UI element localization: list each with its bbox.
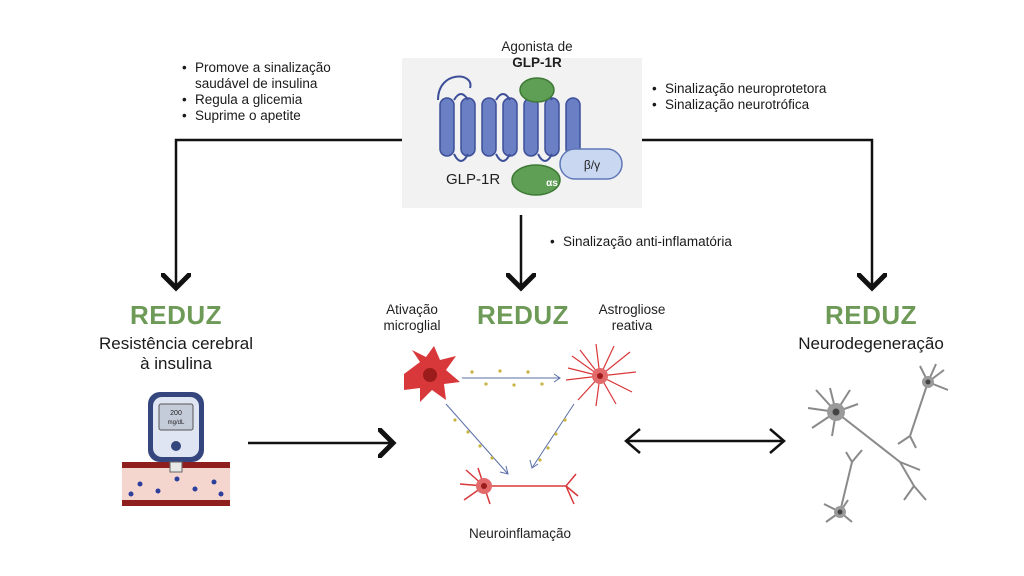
neurodegeneration-neurons-icon [807,363,949,523]
left-benefit-item: Regula a glicemia [182,92,382,108]
glp1r-receptor-icon [437,75,581,162]
effect-neurodegeneration: Neurodegeneração [798,334,944,353]
left-benefit-item: Promove a sinalização saudável de insuli… [182,60,382,92]
center-benefit-item: Sinalização anti-inflamatória [550,234,790,250]
glucometer-icon [122,392,230,506]
receptor-label: GLP-1R [446,171,501,188]
agonist-line1: Agonista de [501,39,573,54]
g-alpha-label: αs [546,178,558,189]
bidirectional-arrow [624,428,786,454]
right-benefit-item: Sinalização neurotrófica [652,97,872,113]
astrocyte-cell-icon [565,343,637,407]
signal-flow-lines [176,138,872,443]
left-benefit-item: Suprime o apetite [182,108,382,124]
right-benefit-item: Sinalização neuroprotetora [652,81,872,97]
astro-line1: Astrogliose [598,302,666,317]
neuroinflammation-label: Neuroinflamação [468,526,572,541]
reduz-heading-right: REDUZ [824,300,918,330]
effect-line1: Resistência cerebral [98,334,253,353]
left-benefits-list: Promove a sinalização saudável de insuli… [182,60,382,124]
g-alpha-subunit-icon [511,164,561,196]
astrogliosis-label: Astrogliose reativa [580,302,684,334]
beta-gamma-subunit-icon [559,148,623,180]
effect-line2: à insulina [140,354,212,373]
cytokine-dots [453,369,567,462]
microglia-cell-icon [404,346,460,402]
glucometer-unit: mg/dL [168,420,185,426]
effect-insulin-resistance: Resistência cerebral à insulina [66,334,286,374]
beta-gamma-label: β/γ [583,158,601,172]
neuron-inflamed-icon [459,467,579,505]
astro-line2: reativa [611,318,653,333]
reduz-heading-center: REDUZ [476,300,570,330]
right-benefits-list: Sinalização neuroprotetora Sinalização n… [652,81,872,113]
microglia-line1: Ativação [386,302,438,317]
reduz-heading-left: REDUZ [129,300,223,330]
center-benefit-list: Sinalização anti-inflamatória [550,234,790,250]
inflammation-triangle-arrows [445,373,575,475]
microglia-label: Ativação microglial [360,302,464,334]
microglia-line2: microglial [383,318,441,333]
agonist-line2: GLP-1R [512,55,562,70]
agonist-ligand-icon [519,77,555,103]
glucometer-value: 200 [170,410,182,417]
agonist-title: Agonista de GLP-1R [470,39,604,71]
